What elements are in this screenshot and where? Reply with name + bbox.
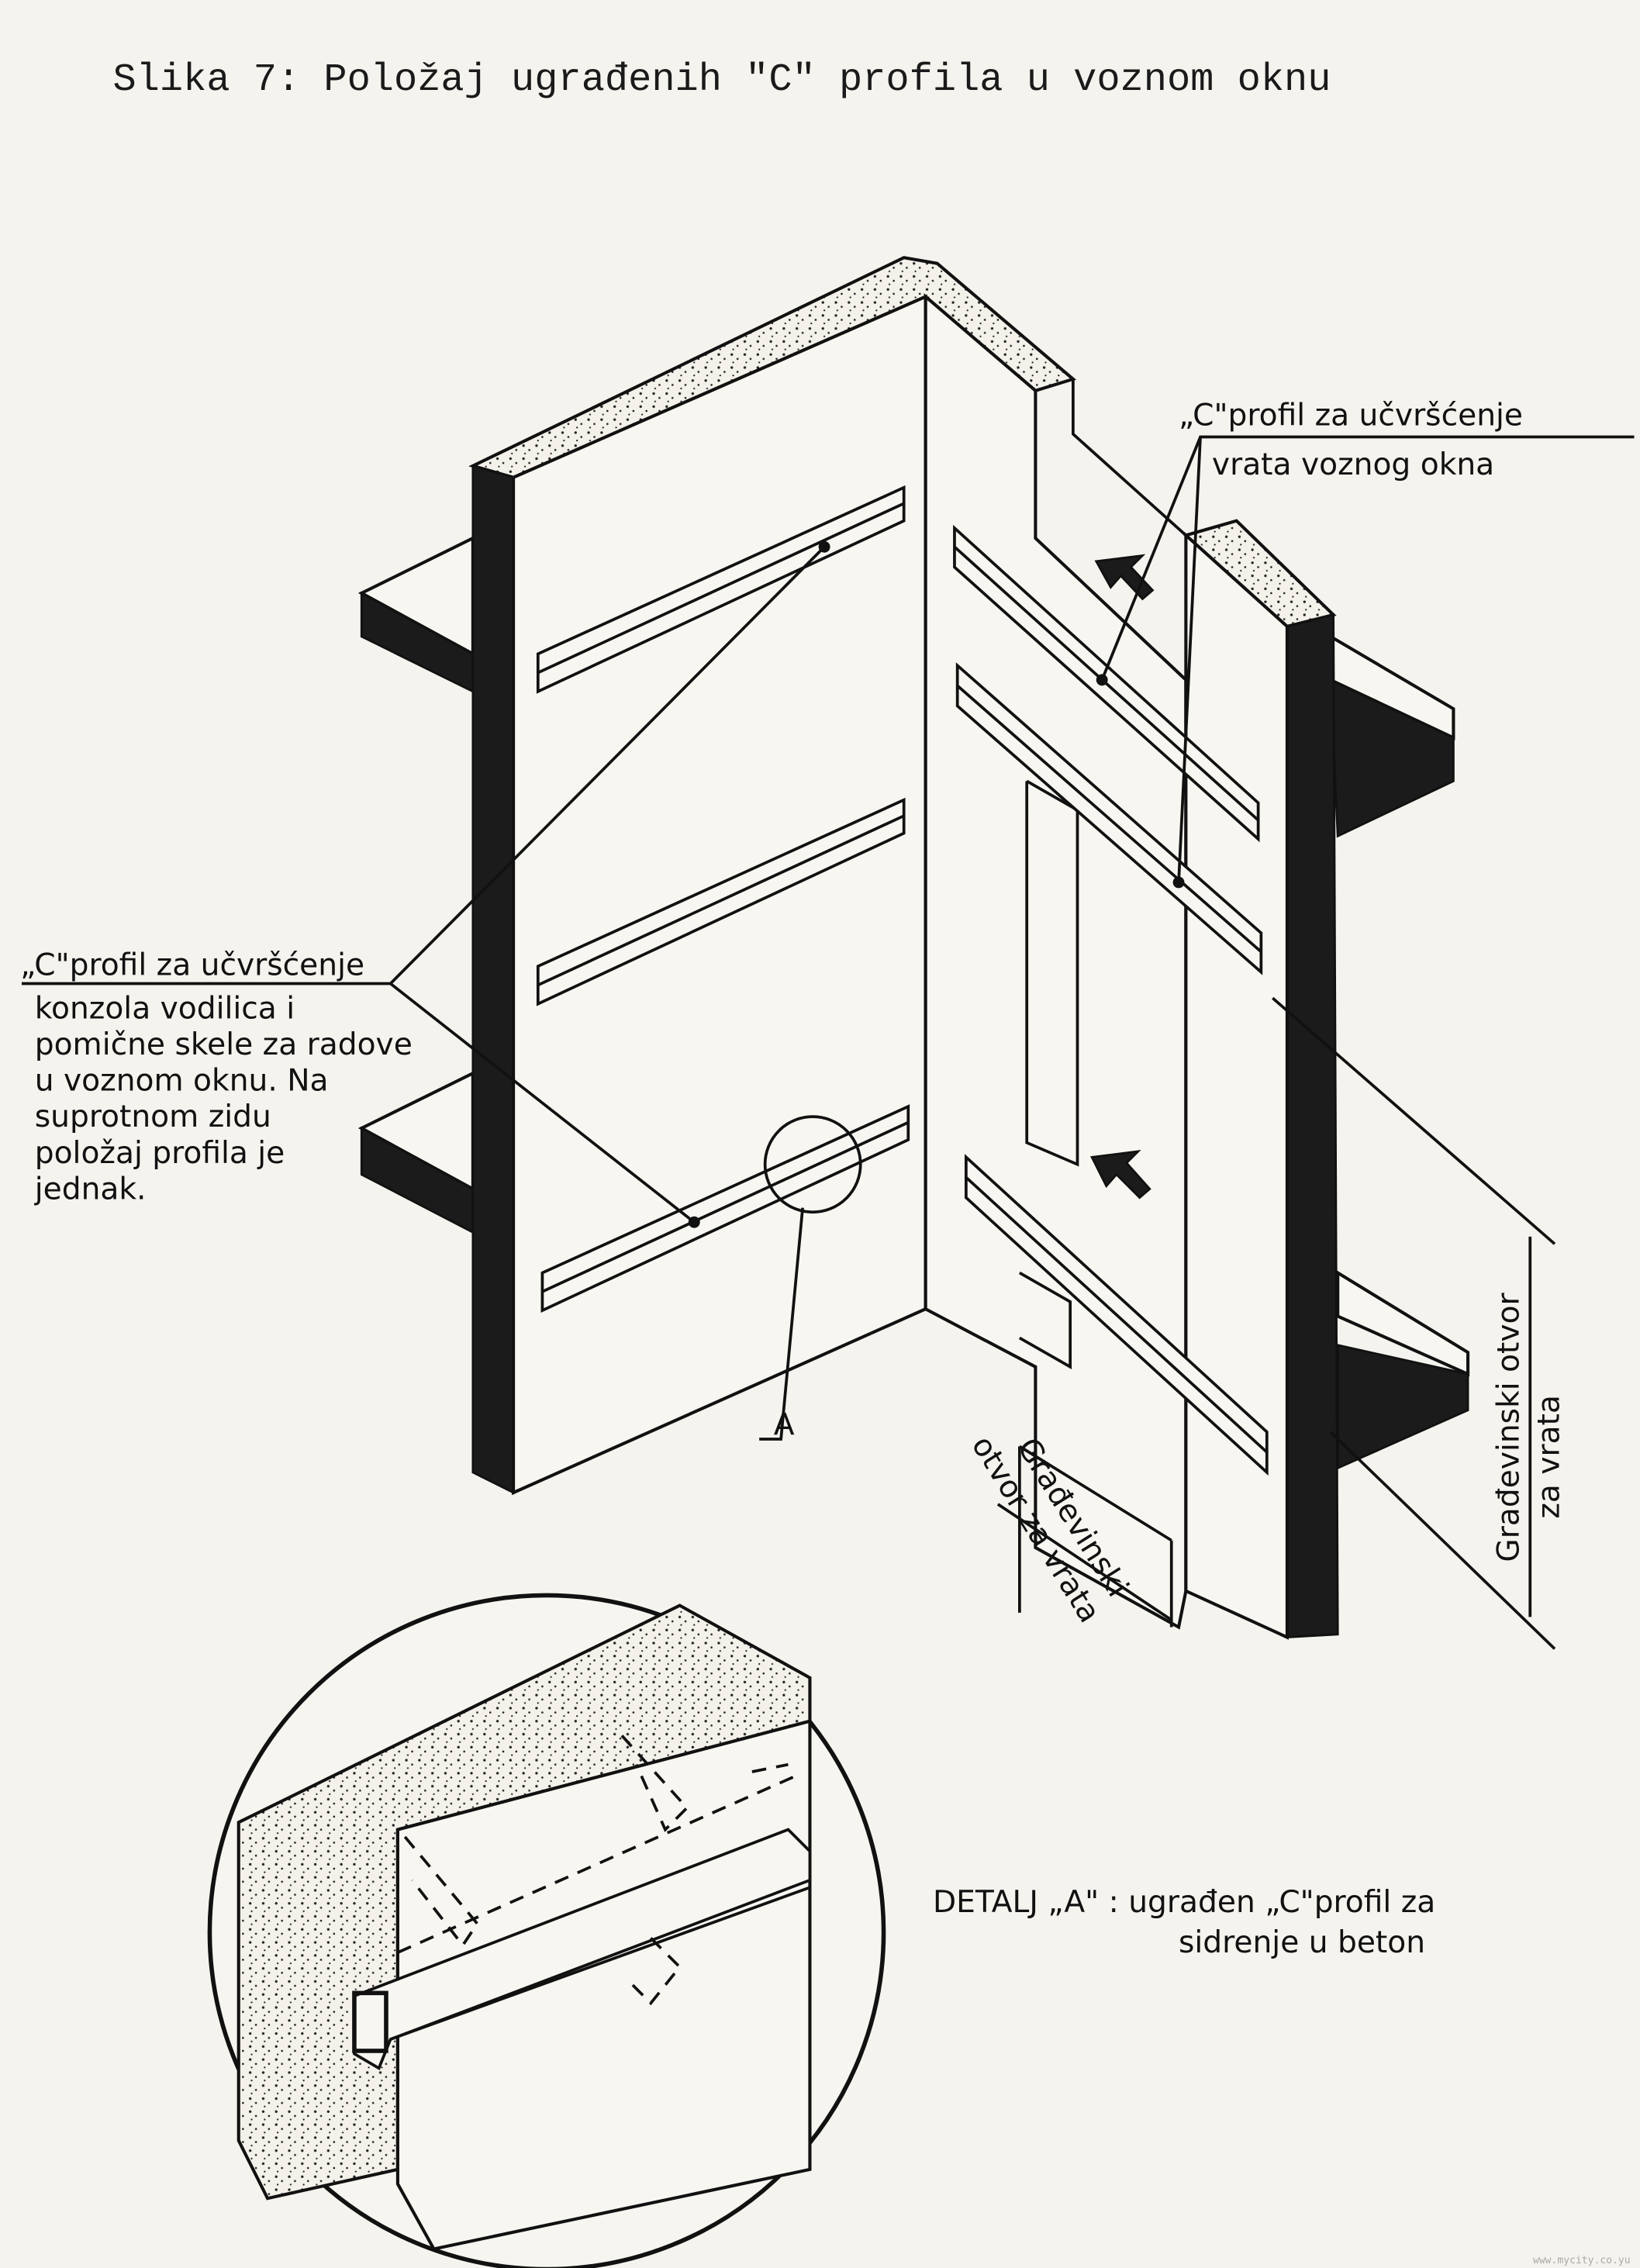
opening-right-line2: za vrata <box>1532 1395 1567 1519</box>
guide-label-line: jednak. <box>34 1172 147 1206</box>
detail-caption-line1: DETALJ „A" : ugrađen „C"profil za <box>933 1885 1435 1920</box>
floor-slab-right-upper <box>1328 633 1455 838</box>
floor-slab-right-lower <box>1336 1269 1470 1470</box>
guide-profile-label: „C"profil za učvršćenje konzola vodilica… <box>20 948 413 1206</box>
watermark: www.mycity.co.yu <box>1533 2255 1631 2266</box>
floor-slab-left-lower <box>357 1070 475 1234</box>
detail-a-view <box>207 1593 886 2268</box>
right-column <box>1183 519 1339 1640</box>
c-profiles-left-wall <box>536 485 910 1313</box>
guide-label-line: položaj profila je <box>35 1136 285 1171</box>
opening-right-line1: Građevinski otvor <box>1491 1292 1526 1562</box>
detail-caption-line2: sidrenje u beton <box>1179 1925 1425 1960</box>
side-wall <box>924 293 1188 1630</box>
door-profile-label-line1: „C"profil za učvršćenje <box>1179 399 1523 433</box>
guide-label-line: konzola vodilica i <box>35 991 295 1026</box>
detail-a-label: A <box>774 1407 795 1442</box>
opening-right-label: Građevinski otvor za vrata <box>1491 1292 1566 1562</box>
guide-label-line: pomične skele za radove <box>35 1027 413 1062</box>
guide-label-line: suprotnom zidu <box>35 1099 271 1134</box>
c-profiles-door-wall <box>953 524 1269 1476</box>
dimension-line <box>1272 996 1556 1245</box>
arrow-icon <box>1089 1149 1151 1200</box>
door-profile-label-line2: vrata voznog okna <box>1212 447 1494 482</box>
figure-title: Slika 7: Položaj ugrađenih "C" profila u… <box>112 58 1331 102</box>
floor-slab-left-upper <box>357 535 475 694</box>
guide-label-line: „C"profil za učvršćenje <box>20 948 364 982</box>
detail-a-marker <box>763 1115 862 1214</box>
guide-label-line: u voznom oknu. Na <box>35 1064 329 1099</box>
